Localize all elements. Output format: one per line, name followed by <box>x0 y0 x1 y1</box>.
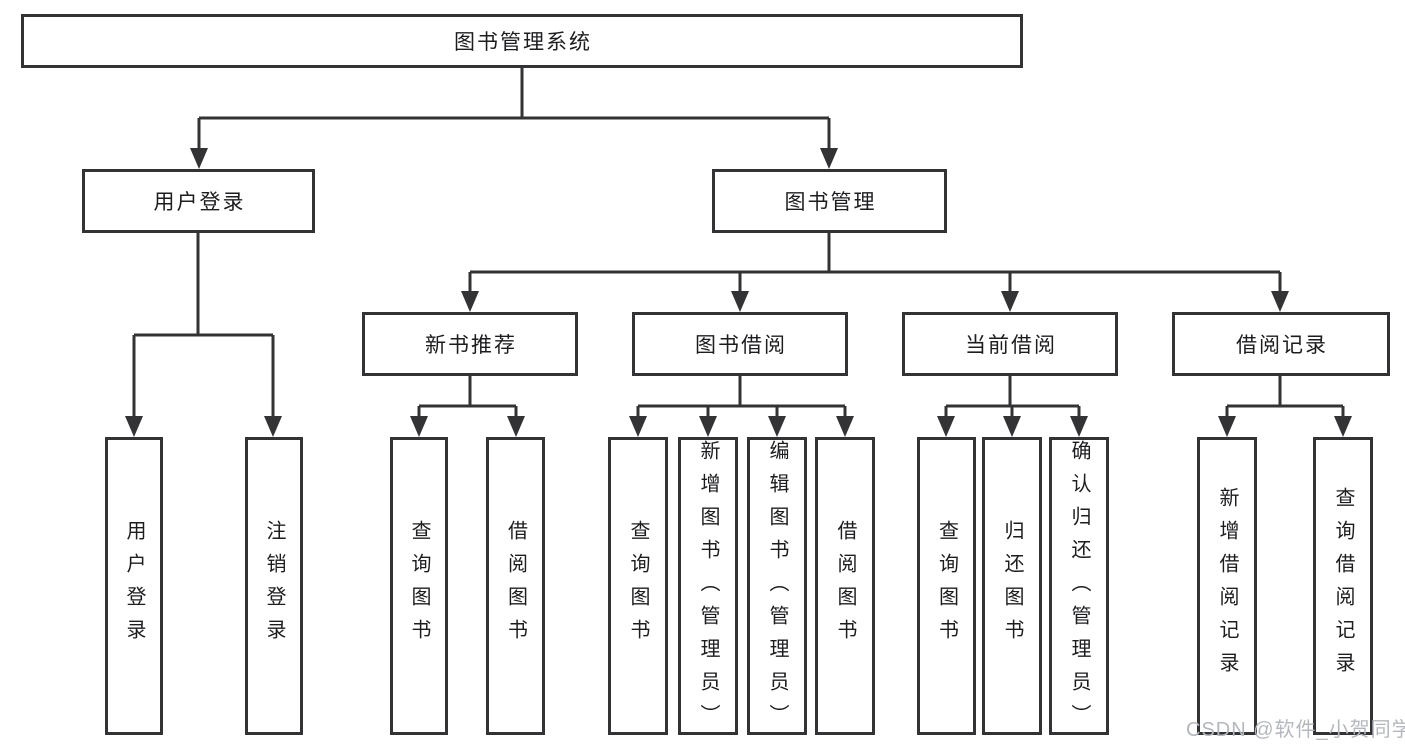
leaf-add-borrow-record-label: 新增借阅记录 <box>1216 487 1238 685</box>
node-new-book-recommendation: 新书推荐 <box>362 312 578 376</box>
leaf-confirm-return-admin-label: 确认归还（管理员） <box>1068 440 1090 737</box>
node-book-borrowing: 图书借阅 <box>632 312 848 376</box>
leaf-borrow-books-recommend: 借阅图书 <box>486 437 545 735</box>
leaf-query-books-recommend: 查询图书 <box>390 437 448 735</box>
leaf-query-books-borrow: 查询图书 <box>608 437 668 735</box>
node-library-management-system: 图书管理系统 <box>21 14 1023 68</box>
leaf-query-books-borrow-label: 查询图书 <box>627 520 649 652</box>
leaf-query-books-current: 查询图书 <box>917 437 976 735</box>
arrowhead-group <box>125 148 1352 437</box>
leaf-add-books-admin-label: 新增图书（管理员） <box>697 440 719 737</box>
leaf-user-login: 用户登录 <box>105 437 163 735</box>
leaf-query-books-recommend-label: 查询图书 <box>408 520 430 652</box>
node-user-login: 用户登录 <box>82 169 315 233</box>
leaf-add-borrow-record: 新增借阅记录 <box>1197 437 1257 735</box>
leaf-borrow-books: 借阅图书 <box>815 437 875 735</box>
leaf-return-books-label: 归还图书 <box>1001 520 1023 652</box>
leaf-edit-books-admin: 编辑图书（管理员） <box>747 437 807 737</box>
leaf-return-books: 归还图书 <box>982 437 1042 735</box>
leaf-confirm-return-admin: 确认归还（管理员） <box>1049 437 1109 737</box>
leaf-logout-label: 注销登录 <box>263 520 285 652</box>
node-borrowing-records: 借阅记录 <box>1172 312 1390 376</box>
node-current-borrowing: 当前借阅 <box>902 312 1118 376</box>
leaf-query-borrow-record-label: 查询借阅记录 <box>1332 487 1354 685</box>
leaf-borrow-books-recommend-label: 借阅图书 <box>504 520 527 652</box>
leaf-user-login-label: 用户登录 <box>123 520 145 652</box>
node-book-management: 图书管理 <box>712 169 947 233</box>
leaf-query-books-current-label: 查询图书 <box>935 520 958 652</box>
leaf-edit-books-admin-label: 编辑图书（管理员） <box>766 440 788 737</box>
leaf-add-books-admin: 新增图书（管理员） <box>678 437 738 737</box>
leaf-logout: 注销登录 <box>245 437 303 735</box>
leaf-query-borrow-record: 查询借阅记录 <box>1313 437 1373 735</box>
watermark: CSDN @软件_小贺同学 <box>1186 719 1405 741</box>
leaf-borrow-books-label: 借阅图书 <box>834 520 856 652</box>
